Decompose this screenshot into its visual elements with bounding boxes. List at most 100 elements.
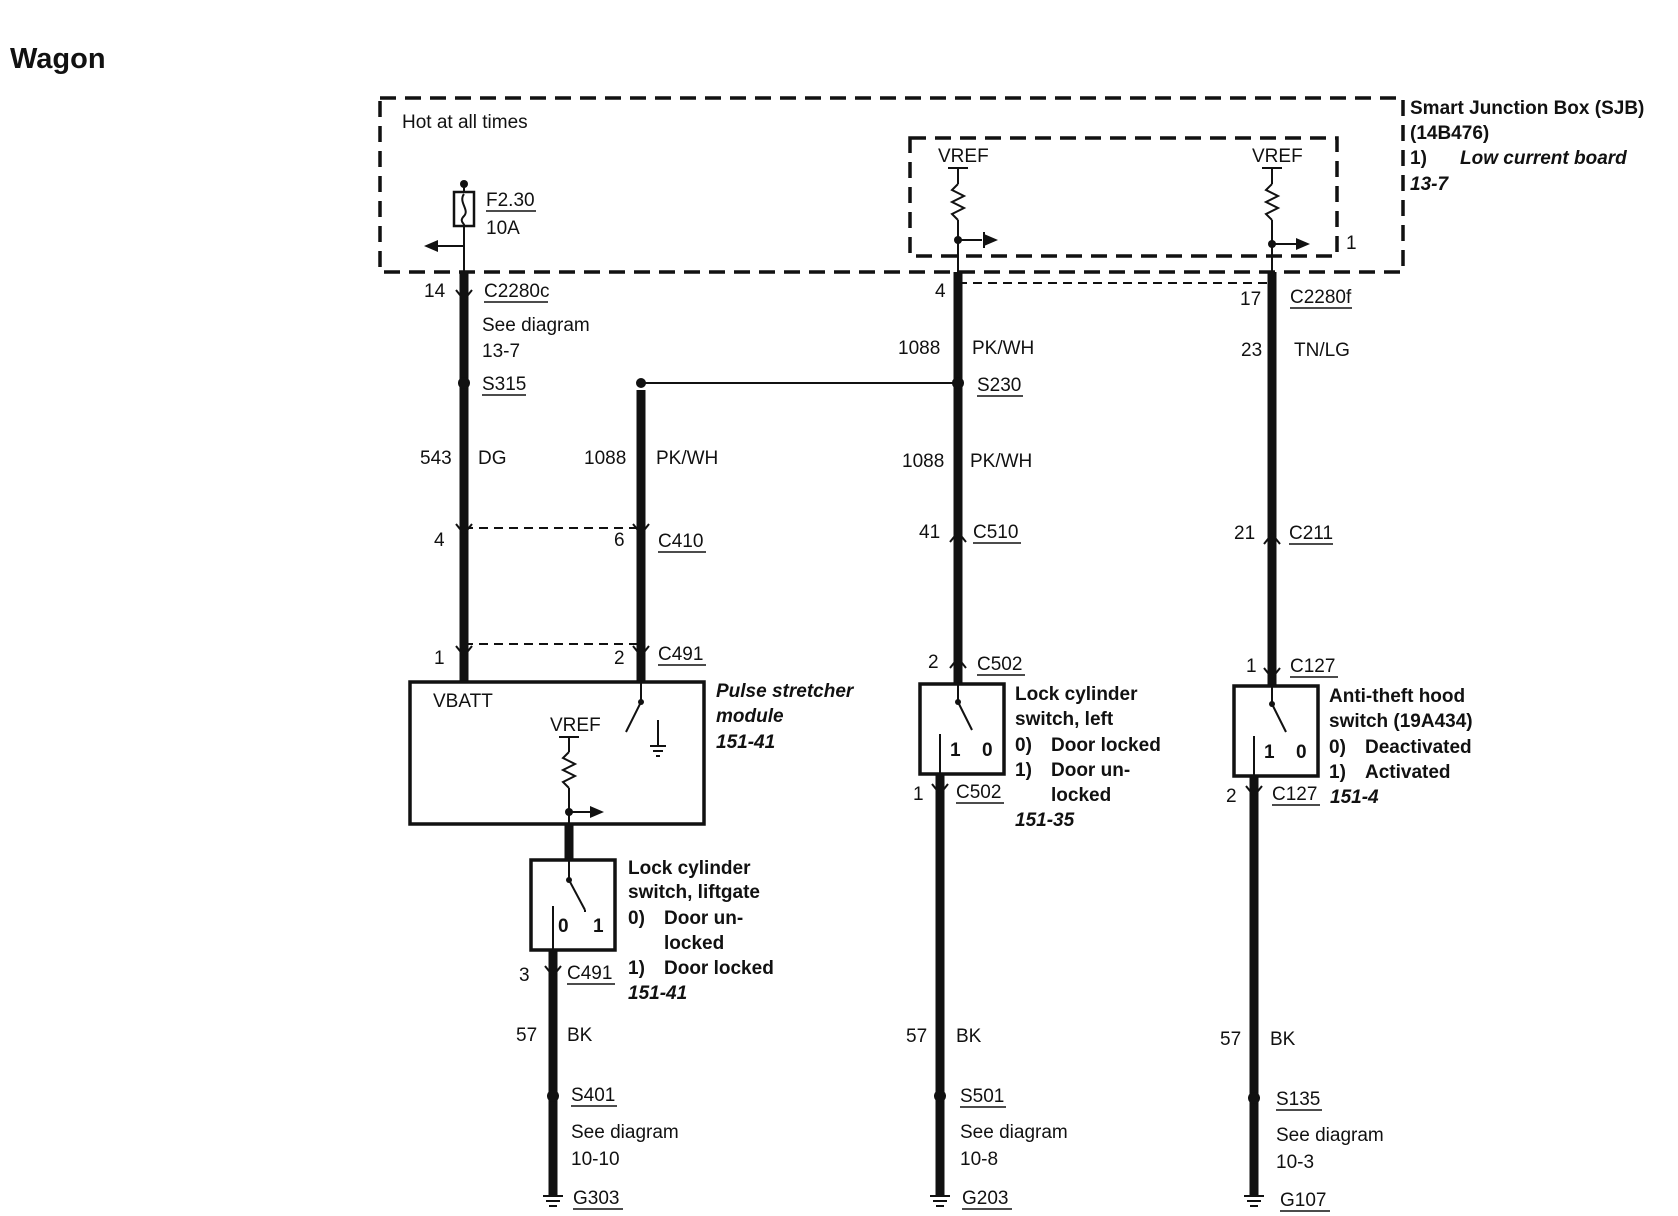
wire-left-ground bbox=[931, 774, 949, 1196]
wire4-splice-gnd: S135 bbox=[1276, 1089, 1320, 1110]
psm-name-1: Pulse stretcher bbox=[716, 681, 855, 702]
liftgate-s0-text-2: locked bbox=[664, 933, 724, 954]
wire-543 bbox=[455, 272, 473, 682]
left-switch-s0-text: Door locked bbox=[1051, 735, 1161, 756]
wire1-conn-top: C2280c bbox=[484, 281, 550, 302]
wire3-conn-c502-top: C502 bbox=[977, 654, 1022, 675]
wire3-color-b: PK/WH bbox=[970, 451, 1032, 472]
connector-c410 bbox=[455, 523, 650, 536]
wire2-pin-c410: 6 bbox=[614, 530, 625, 551]
hood-switch-name-1: Anti-theft hood bbox=[1329, 686, 1465, 707]
left-switch-name-2: switch, left bbox=[1015, 709, 1114, 730]
liftgate-pos0: 0 bbox=[558, 916, 569, 937]
wire4-conn-c127-bot: C127 bbox=[1272, 784, 1317, 805]
wire3-splice: S230 bbox=[977, 375, 1021, 396]
lock-cylinder-switch-left bbox=[918, 682, 1006, 776]
wire1-splice: S315 bbox=[482, 374, 526, 395]
wire3-conn-c502-bot: C502 bbox=[956, 782, 1001, 803]
wire3-see-ref: 10-8 bbox=[960, 1149, 998, 1170]
wire4-conn-c211: C211 bbox=[1289, 523, 1333, 544]
wire1-pin-c491: 1 bbox=[434, 648, 445, 669]
wire1-see-diagram: See diagram bbox=[482, 315, 590, 336]
hood-switch-s1: 1) bbox=[1329, 762, 1346, 783]
left-switch-name-1: Lock cylinder bbox=[1015, 684, 1138, 705]
sjb-part-number: (14B476) bbox=[1410, 123, 1489, 144]
wire1-circuit: 543 bbox=[420, 448, 452, 469]
liftgate-pin-bot: 3 bbox=[519, 965, 530, 986]
left-switch-s0: 0) bbox=[1015, 735, 1032, 756]
hood-switch-s0-text: Deactivated bbox=[1365, 737, 1472, 758]
liftgate-color-gnd: BK bbox=[567, 1025, 593, 1046]
liftgate-s0-text-1: Door un- bbox=[664, 908, 743, 929]
liftgate-s1-text: Door locked bbox=[664, 958, 774, 979]
left-switch-s1-text-2: locked bbox=[1051, 785, 1111, 806]
splice-s315 bbox=[458, 377, 470, 389]
left-switch-pos1: 1 bbox=[950, 740, 961, 761]
resistor-icon bbox=[948, 167, 998, 272]
left-switch-ref: 151-35 bbox=[1015, 810, 1075, 831]
wire4-circuit: 23 bbox=[1241, 340, 1262, 361]
wire3-pin-c502-top: 2 bbox=[928, 652, 939, 673]
wire-liftgate-ground bbox=[544, 950, 562, 1196]
wire4-see-ref: 10-3 bbox=[1276, 1152, 1314, 1173]
psm-vbatt: VBATT bbox=[433, 691, 493, 712]
ground-icon bbox=[930, 1195, 950, 1207]
wire4-conn-c127-top: C127 bbox=[1290, 656, 1335, 677]
pulse-stretcher-module: VBATT VREF bbox=[408, 680, 706, 826]
psm-ref: 151-41 bbox=[716, 732, 775, 753]
wire4-color: TN/LG bbox=[1294, 340, 1350, 361]
wire3-circuit-a: 1088 bbox=[898, 338, 940, 359]
liftgate-s0: 0) bbox=[628, 908, 645, 929]
psm-vref: VREF bbox=[550, 715, 601, 736]
hood-switch-name-2: switch (19A434) bbox=[1329, 711, 1473, 732]
wire4-pin-c211: 21 bbox=[1234, 523, 1255, 544]
wire3-circuit-gnd: 57 bbox=[906, 1026, 927, 1047]
sjb-name: Smart Junction Box (SJB) bbox=[1410, 98, 1644, 119]
page-title: Wagon bbox=[10, 43, 106, 75]
fuse-id: F2.30 bbox=[486, 190, 535, 211]
sjb-reference: 13-7 bbox=[1410, 174, 1449, 195]
hood-switch-s0: 0) bbox=[1329, 737, 1346, 758]
wire2-conn-c491: C491 bbox=[658, 644, 703, 665]
wire2-pin-c491: 2 bbox=[614, 648, 625, 669]
vref-label-left: VREF bbox=[938, 146, 989, 167]
left-switch-s1-text-1: Door un- bbox=[1051, 760, 1130, 781]
wire4-color-gnd: BK bbox=[1270, 1029, 1296, 1050]
liftgate-ref: 151-41 bbox=[628, 983, 687, 1004]
wire3-splice-gnd: S501 bbox=[960, 1086, 1004, 1107]
wire2-color: PK/WH bbox=[656, 448, 718, 469]
wire4-conn-top: C2280f bbox=[1290, 287, 1352, 308]
liftgate-see-ref: 10-10 bbox=[571, 1149, 620, 1170]
liftgate-splice-gnd: S401 bbox=[571, 1085, 615, 1106]
wire3-ground: G203 bbox=[962, 1188, 1008, 1209]
smart-junction-box: Hot at all times Smart Junction Box (SJB… bbox=[378, 96, 1644, 274]
hood-switch-ref: 151-4 bbox=[1330, 787, 1379, 808]
hood-switch-s1-text: Activated bbox=[1365, 762, 1451, 783]
liftgate-see: See diagram bbox=[571, 1122, 679, 1143]
wire4-pin-c127-top: 1 bbox=[1246, 656, 1257, 677]
wire-23 bbox=[1263, 272, 1281, 686]
wire3-pin-top: 4 bbox=[935, 281, 946, 302]
wire3-conn-c510: C510 bbox=[973, 522, 1018, 543]
liftgate-ground: G303 bbox=[573, 1188, 619, 1209]
wire4-pin-c127-bot: 2 bbox=[1226, 786, 1237, 807]
wire2-circuit: 1088 bbox=[584, 448, 626, 469]
hood-switch-pos0: 0 bbox=[1296, 742, 1307, 763]
wire1-pin-c410: 4 bbox=[434, 530, 445, 551]
liftgate-name-1: Lock cylinder bbox=[628, 858, 751, 879]
liftgate-pos1: 1 bbox=[593, 916, 604, 937]
wire-1088-psm bbox=[636, 378, 958, 682]
vref-label-right: VREF bbox=[1252, 146, 1303, 167]
ground-icon bbox=[543, 1195, 563, 1207]
wire3-color-a: PK/WH bbox=[972, 338, 1034, 359]
anti-theft-hood-switch bbox=[1232, 684, 1320, 778]
wire4-circuit-gnd: 57 bbox=[1220, 1029, 1241, 1050]
wire3-color-gnd: BK bbox=[956, 1026, 982, 1047]
switch-icon bbox=[625, 682, 666, 757]
sjb-state-number: 1) bbox=[1410, 148, 1427, 169]
wire4-pin-top: 17 bbox=[1240, 289, 1261, 310]
lock-cylinder-switch-liftgate bbox=[529, 858, 617, 952]
wire3-pin-c502-bot: 1 bbox=[913, 784, 924, 805]
fuse-rating: 10A bbox=[486, 218, 520, 239]
